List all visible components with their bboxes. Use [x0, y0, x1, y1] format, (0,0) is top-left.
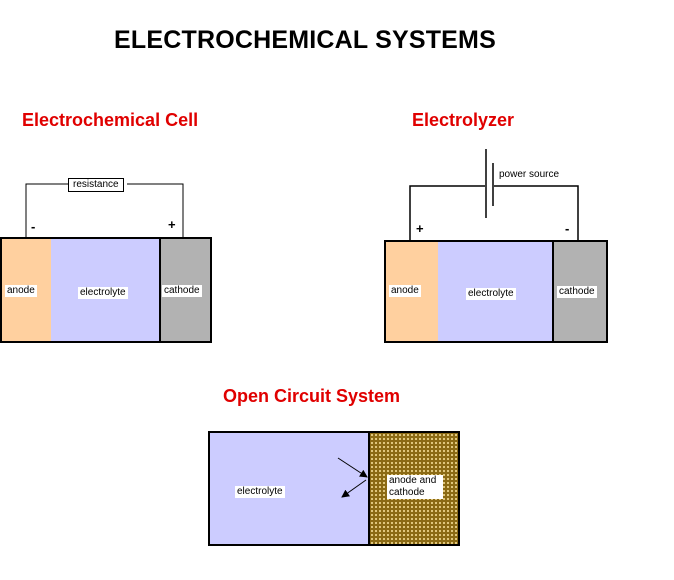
- arrow-into-electrode: [337, 457, 368, 478]
- electrolyzer-minus-sign: -: [565, 221, 570, 236]
- electrolyzer-cathode-label: cathode: [557, 286, 597, 298]
- electrochemical-cell-title: Electrochemical Cell: [22, 110, 199, 130]
- electrolyzer-wire-left: [409, 185, 485, 240]
- cell-plus-sign: +: [168, 217, 176, 232]
- arrow-into-electrolyte: [341, 479, 367, 498]
- electrolyzer-plus-sign: +: [416, 221, 424, 236]
- power-source-label: power source: [499, 169, 560, 180]
- open-circuit-title: Open Circuit System: [223, 386, 401, 406]
- cell-electrolyte-label: electrolyte: [78, 287, 128, 299]
- cell-cathode-label: cathode: [162, 285, 202, 297]
- electrolyzer-title: Electrolyzer: [412, 110, 515, 130]
- cell-minus-sign: -: [31, 219, 36, 234]
- cell-anode-label: anode: [5, 285, 37, 297]
- cell-wire-left: [25, 183, 68, 237]
- open-circuit-electrode-label: anode and cathode: [387, 475, 443, 499]
- electrolyzer-electrolyte-label: electrolyte: [466, 288, 516, 300]
- electrolyzer-electrolyte: [438, 240, 554, 343]
- open-circuit-electrolyte-label: electrolyte: [235, 486, 285, 498]
- page-title: ELECTROCHEMICAL SYSTEMS: [114, 26, 496, 54]
- resistance-label: resistance: [68, 178, 124, 192]
- electrolyzer-anode-label: anode: [389, 285, 421, 297]
- electrolyzer-wire-right: [494, 185, 579, 240]
- cell-wire-right: [127, 183, 184, 237]
